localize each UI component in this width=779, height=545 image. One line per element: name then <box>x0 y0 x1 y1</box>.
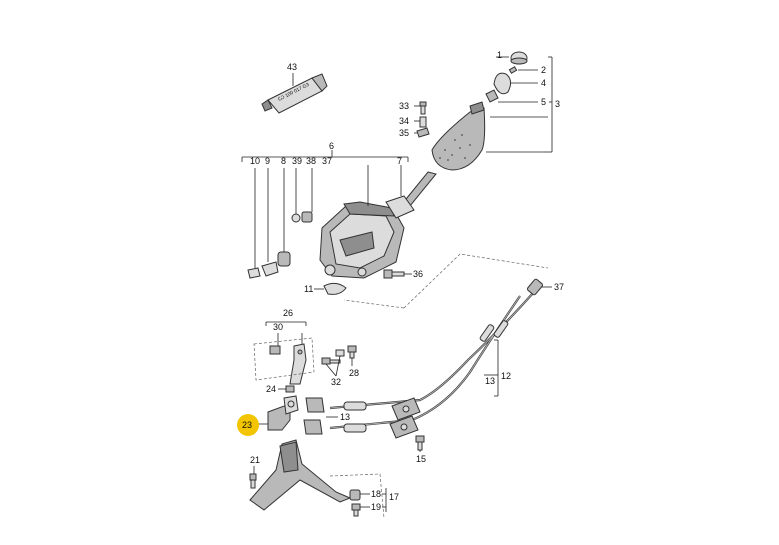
callout-2: 2 <box>541 65 546 75</box>
callout-26: 26 <box>283 308 293 318</box>
callout-11: 11 <box>304 284 313 294</box>
clip-10 <box>247 267 261 279</box>
callout-13b: 13 <box>340 412 350 422</box>
callout-37b: 37 <box>554 282 564 292</box>
callout-34: 34 <box>399 116 409 126</box>
bolt-21 <box>249 473 257 489</box>
callout-12: 12 <box>501 371 511 381</box>
callout-28: 28 <box>349 368 359 378</box>
callout-30: 30 <box>273 322 283 332</box>
callout-10: 10 <box>250 156 260 166</box>
callout-6: 6 <box>329 141 334 151</box>
gear-knob-part <box>485 72 512 103</box>
bushing-38 <box>301 211 313 223</box>
knob-screw-part <box>508 66 518 74</box>
bolt-36 <box>383 269 405 279</box>
sleeve-34 <box>419 116 427 128</box>
callout-15: 15 <box>416 454 426 464</box>
callout-1: 1 <box>497 50 502 60</box>
callout-32: 32 <box>331 377 341 387</box>
circlip-11 <box>323 282 347 295</box>
shift-lever-part <box>385 171 437 219</box>
callout-3: 3 <box>555 99 560 109</box>
nut-24 <box>285 385 295 393</box>
bolt-15 <box>415 435 425 451</box>
bolt-19 <box>351 503 361 517</box>
shift-boot-part <box>431 101 486 171</box>
callout-17: 17 <box>389 492 399 502</box>
grease-tube-part: Ѡ 100 017 G3 <box>261 73 328 114</box>
callout-37: 37 <box>322 156 332 166</box>
small-bolt-33 <box>419 101 427 115</box>
callout-18: 18 <box>371 489 381 499</box>
callout-38: 38 <box>306 156 316 166</box>
callout-19: 19 <box>371 502 381 512</box>
callout-35: 35 <box>399 128 409 138</box>
callout-33: 33 <box>399 101 409 111</box>
callout-13a: 13 <box>485 376 495 386</box>
callout-8: 8 <box>281 156 286 166</box>
callout-39: 39 <box>292 156 302 166</box>
nut-30 <box>269 345 281 355</box>
base-bracket-part <box>249 439 352 511</box>
lever-arm-23 <box>267 395 299 431</box>
callout-23: 23 <box>242 420 252 430</box>
clip-35 <box>416 127 430 138</box>
callout-23-highlight <box>237 414 259 436</box>
bush-8 <box>277 251 291 267</box>
shift-cables-part <box>303 278 544 439</box>
callout-36: 36 <box>413 269 423 279</box>
knob-cap-part <box>510 51 528 65</box>
bushing-39 <box>291 213 301 223</box>
bolt-28 <box>347 345 357 359</box>
lever-plate-part <box>289 343 307 385</box>
clip-9 <box>261 261 279 277</box>
callout-4: 4 <box>541 78 546 88</box>
callout-9: 9 <box>265 156 270 166</box>
callout-5: 5 <box>541 97 546 107</box>
callout-24: 24 <box>266 384 276 394</box>
bush-18 <box>349 489 361 501</box>
callout-43: 43 <box>287 62 297 72</box>
callout-21: 21 <box>250 455 260 465</box>
bolt-32 <box>321 349 345 365</box>
shifter-housing-part <box>319 201 405 279</box>
callout-7: 7 <box>397 156 402 166</box>
